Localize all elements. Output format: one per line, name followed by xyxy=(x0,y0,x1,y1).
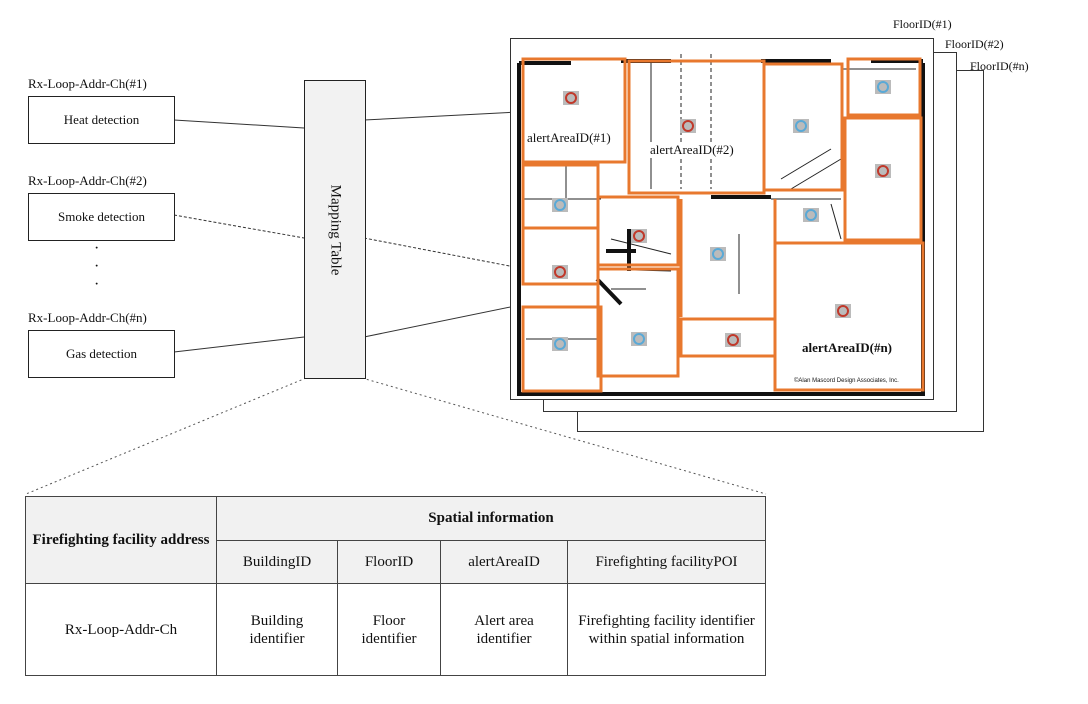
smoke-detection-label: Smoke detection xyxy=(57,209,145,224)
alert-area-label-2: alertAreaID(#2) xyxy=(649,142,735,158)
col-address-header: Firefighting facility address xyxy=(25,496,217,584)
cell-facilitypoi: Firefighting facility identifier within … xyxy=(567,583,766,676)
channel-label-n: Rx-Loop-Addr-Ch(#n) xyxy=(28,310,147,325)
channel-label-2: Rx-Loop-Addr-Ch(#2) xyxy=(28,173,147,188)
floor-label-2: FloorID(#2) xyxy=(945,37,1004,51)
gas-detection-box: Gas detection xyxy=(28,330,175,378)
spatial-info-header: Spatial information xyxy=(216,496,766,541)
copyright-text: ©Alan Mascord Design Associates, Inc. xyxy=(794,378,899,384)
header-alertareaid: alertAreaID xyxy=(440,539,568,584)
mapping-table-box: Mapping Table xyxy=(304,80,366,379)
facility-icons xyxy=(552,80,891,351)
header-floorid: FloorID xyxy=(337,539,441,584)
floor-label-1: FloorID(#1) xyxy=(893,17,952,31)
cell-floor: Floor identifier xyxy=(337,583,441,676)
floor-plan: alertAreaID(#1) alertAreaID(#2) alertAre… xyxy=(510,38,934,400)
floor-label-n: FloorID(#n) xyxy=(970,59,1029,73)
alert-area-label-n: alertAreaID(#n) xyxy=(800,340,895,356)
cell-address: Rx-Loop-Addr-Ch xyxy=(25,583,217,676)
ellipsis-dot: · xyxy=(94,258,100,275)
mapping-info-table: Firefighting facility address Spatial in… xyxy=(25,496,766,676)
smoke-detection-box: Smoke detection xyxy=(28,193,175,241)
cell-building: Building identifier xyxy=(216,583,338,676)
mapping-table-label: Mapping Table xyxy=(327,184,344,275)
floor-plan-drawing xyxy=(517,54,925,396)
header-buildingid: BuildingID xyxy=(216,539,338,584)
header-facilitypoi: Firefighting facilityPOI xyxy=(567,539,766,584)
channel-label-1: Rx-Loop-Addr-Ch(#1) xyxy=(28,76,147,91)
gas-detection-label: Gas detection xyxy=(65,346,138,361)
ellipsis-dot: · xyxy=(94,276,100,293)
ellipsis-dot: · xyxy=(94,240,100,257)
heat-detection-label: Heat detection xyxy=(63,112,140,127)
heat-detection-box: Heat detection xyxy=(28,96,175,144)
alert-area-label-1: alertAreaID(#1) xyxy=(526,130,612,146)
cell-alertarea: Alert area identifier xyxy=(440,583,568,676)
